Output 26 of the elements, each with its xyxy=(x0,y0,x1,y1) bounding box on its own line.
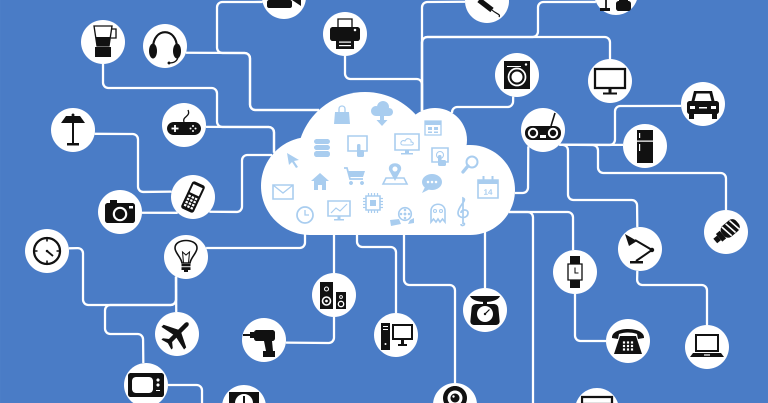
connector-line xyxy=(559,144,638,228)
connector-line xyxy=(356,235,398,313)
connector-line xyxy=(332,235,336,273)
connector-line xyxy=(142,212,178,214)
device-circle xyxy=(164,235,208,279)
cloud xyxy=(261,92,515,235)
connector-line xyxy=(420,0,596,111)
connector-line xyxy=(209,154,272,214)
connector-line xyxy=(206,126,276,153)
connector-line xyxy=(94,132,172,194)
connector-line xyxy=(168,384,204,403)
device-circle xyxy=(588,59,632,103)
connector-line xyxy=(509,210,534,403)
connector-line xyxy=(206,234,306,250)
connector-line xyxy=(174,276,178,312)
device-circle xyxy=(618,227,662,271)
connector-line xyxy=(286,317,336,344)
connector-line xyxy=(186,52,319,112)
connector-line xyxy=(402,235,456,383)
device-circle xyxy=(685,325,729,369)
connector-line xyxy=(574,294,606,342)
connector-line xyxy=(450,96,514,114)
date-number: 14 xyxy=(484,189,492,195)
connector-line xyxy=(515,146,530,194)
device-circle xyxy=(25,229,70,273)
connector-line xyxy=(484,232,486,288)
